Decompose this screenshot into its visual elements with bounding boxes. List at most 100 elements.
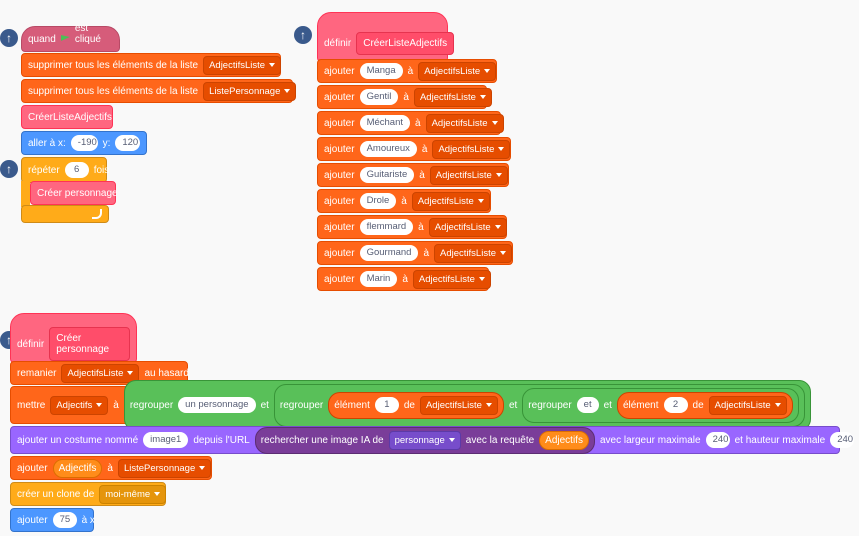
item-text-input[interactable]: Méchant [359, 115, 411, 131]
block-label: ajouter [17, 514, 48, 526]
block-label: à [403, 91, 409, 103]
list-dropdown[interactable]: AdjectifsListe [434, 243, 513, 263]
list-dropdown[interactable]: AdjectifsListe [428, 217, 507, 237]
list-dropdown[interactable]: AdjectifsListe [429, 165, 508, 185]
join-reporter[interactable]: regrouper élément 1 de AdjectifsListe et… [273, 383, 805, 427]
block-label: CréerListeAdjectifs [28, 111, 112, 123]
repeat-count-input[interactable]: 6 [64, 162, 89, 178]
height-input[interactable]: 240 [830, 432, 855, 448]
repeat-footer [21, 205, 109, 223]
call-creer-personnage-block[interactable]: Créer personnage [30, 181, 118, 205]
collapse-arrow-icon[interactable]: ↑ [0, 160, 18, 178]
join-text-input[interactable]: un personnage [178, 397, 256, 413]
list-dropdown[interactable]: AdjectifsListe [419, 395, 498, 415]
list-dropdown[interactable]: ListePersonnage [117, 458, 212, 478]
item-text-input[interactable]: Gourmand [359, 245, 419, 261]
define-block[interactable]: définir CréerListeAdjectifs [317, 12, 455, 62]
add-costume-block[interactable]: ajouter un costume nommé image1 depuis l… [10, 426, 855, 454]
list-dropdown[interactable]: AdjectifsListe [411, 191, 490, 211]
type-dropdown[interactable]: personnage [388, 430, 461, 450]
item-text-input[interactable]: Amoureux [359, 141, 417, 157]
item-of-list-reporter[interactable]: élément 1 de AdjectifsListe [328, 391, 504, 419]
goto-xy-block[interactable]: aller à x: -190 y: 120 [21, 131, 147, 155]
reporter-label: regrouper [279, 399, 324, 411]
block-label: et hauteur maximale [734, 434, 826, 446]
create-clone-block[interactable]: créer un clone de moi-même [10, 482, 167, 506]
list-dropdown[interactable]: AdjectifsListe [418, 61, 497, 81]
list-dropdown[interactable]: AdjectifsListe [413, 87, 492, 107]
block-label: y: [102, 137, 111, 149]
y-input[interactable]: 120 [115, 135, 140, 151]
list-dropdown[interactable]: AdjectifsListe [412, 269, 491, 289]
repeat-block[interactable]: répéter 6 fois Créer personnage [21, 157, 118, 225]
list-dropdown[interactable]: ListePersonnage [203, 81, 297, 101]
item-text-input[interactable]: Drole [359, 193, 397, 209]
item-text-input[interactable]: Manga [359, 63, 403, 79]
proc-prototype[interactable]: CréerListeAdjectifs [356, 31, 455, 55]
index-input[interactable]: 2 [663, 397, 688, 413]
when-flag-clicked-block[interactable]: quand est cliqué [21, 23, 120, 52]
add-to-list-block[interactable]: ajouter Adjectifs à ListePersonnage [10, 456, 212, 480]
proc-prototype[interactable]: Créer personnage [49, 327, 130, 361]
join-reporter[interactable]: regrouper un personnage et regrouper élé… [123, 379, 811, 431]
block-label: à [113, 399, 119, 411]
list-dropdown[interactable]: AdjectifsListe [203, 55, 282, 75]
collapse-arrow-icon[interactable]: ↑ [294, 26, 312, 44]
delete-all-of-list-block[interactable]: supprimer tous les éléments de la liste … [21, 53, 282, 77]
reporter-label: rechercher une image IA de [260, 434, 384, 446]
block-label: au hasard [144, 367, 189, 379]
set-variable-block[interactable]: mettre Adjectifs à regrouper un personna… [10, 379, 811, 431]
variable-reporter[interactable]: Adjectifs [539, 430, 589, 450]
clone-target-dropdown[interactable]: moi-même [99, 484, 167, 504]
item-text-input[interactable]: Gentil [359, 89, 399, 105]
block-label: à x [81, 514, 95, 526]
item-text-input[interactable]: Guitariste [359, 167, 415, 183]
item-text-input[interactable]: Marin [359, 271, 398, 287]
block-label: à [415, 117, 421, 129]
repeat-header[interactable]: répéter 6 fois [21, 157, 110, 183]
item-of-list-reporter[interactable]: élément 2 de AdjectifsListe [616, 391, 793, 419]
join-reporter[interactable]: regrouper et et élément 2 de AdjectifsLi… [522, 387, 799, 423]
shuffle-list-block[interactable]: remanier AdjectifsListe au hasard [10, 361, 189, 385]
list-dropdown[interactable]: AdjectifsListe [61, 363, 140, 383]
block-label: ajouter [324, 247, 355, 259]
change-x-block[interactable]: ajouter 75 à x [10, 508, 95, 532]
block-label: aller à x: [28, 137, 66, 149]
index-input[interactable]: 1 [374, 397, 399, 413]
block-label: ajouter [324, 221, 355, 233]
block-label: à [419, 169, 425, 181]
variable-reporter[interactable]: Adjectifs [52, 458, 103, 478]
list-dropdown[interactable]: AdjectifsListe [425, 113, 504, 133]
variable-dropdown[interactable]: Adjectifs [50, 395, 109, 415]
reporter-label: avec la requête [465, 434, 535, 446]
list-dropdown[interactable]: AdjectifsListe [432, 139, 511, 159]
loop-arrow-icon [92, 209, 102, 219]
block-label: à [401, 195, 407, 207]
list-dropdown[interactable]: AdjectifsListe [708, 395, 787, 415]
width-input[interactable]: 240 [705, 432, 730, 448]
block-label: depuis l'URL [193, 434, 250, 446]
call-creer-liste-adjectifs-block[interactable]: CréerListeAdjectifs [21, 105, 113, 129]
block-label: à [407, 65, 414, 77]
join-text-input[interactable]: et [576, 397, 599, 413]
define-label: définir [17, 338, 45, 350]
item-text-input[interactable]: flemmard [359, 219, 414, 235]
collapse-arrow-icon[interactable]: ↑ [0, 29, 18, 47]
define-block[interactable]: définir Créer personnage [10, 313, 137, 363]
ai-image-search-reporter[interactable]: rechercher une image IA de personnage av… [254, 426, 595, 454]
delete-all-of-list-block[interactable]: supprimer tous les éléments de la liste … [21, 79, 297, 103]
block-label: fois [93, 164, 110, 176]
hat-label-post: est cliqué [74, 23, 101, 45]
costume-name-input[interactable]: image1 [143, 432, 189, 448]
x-input[interactable]: -190 [70, 135, 98, 151]
change-x-input[interactable]: 75 [52, 512, 77, 528]
